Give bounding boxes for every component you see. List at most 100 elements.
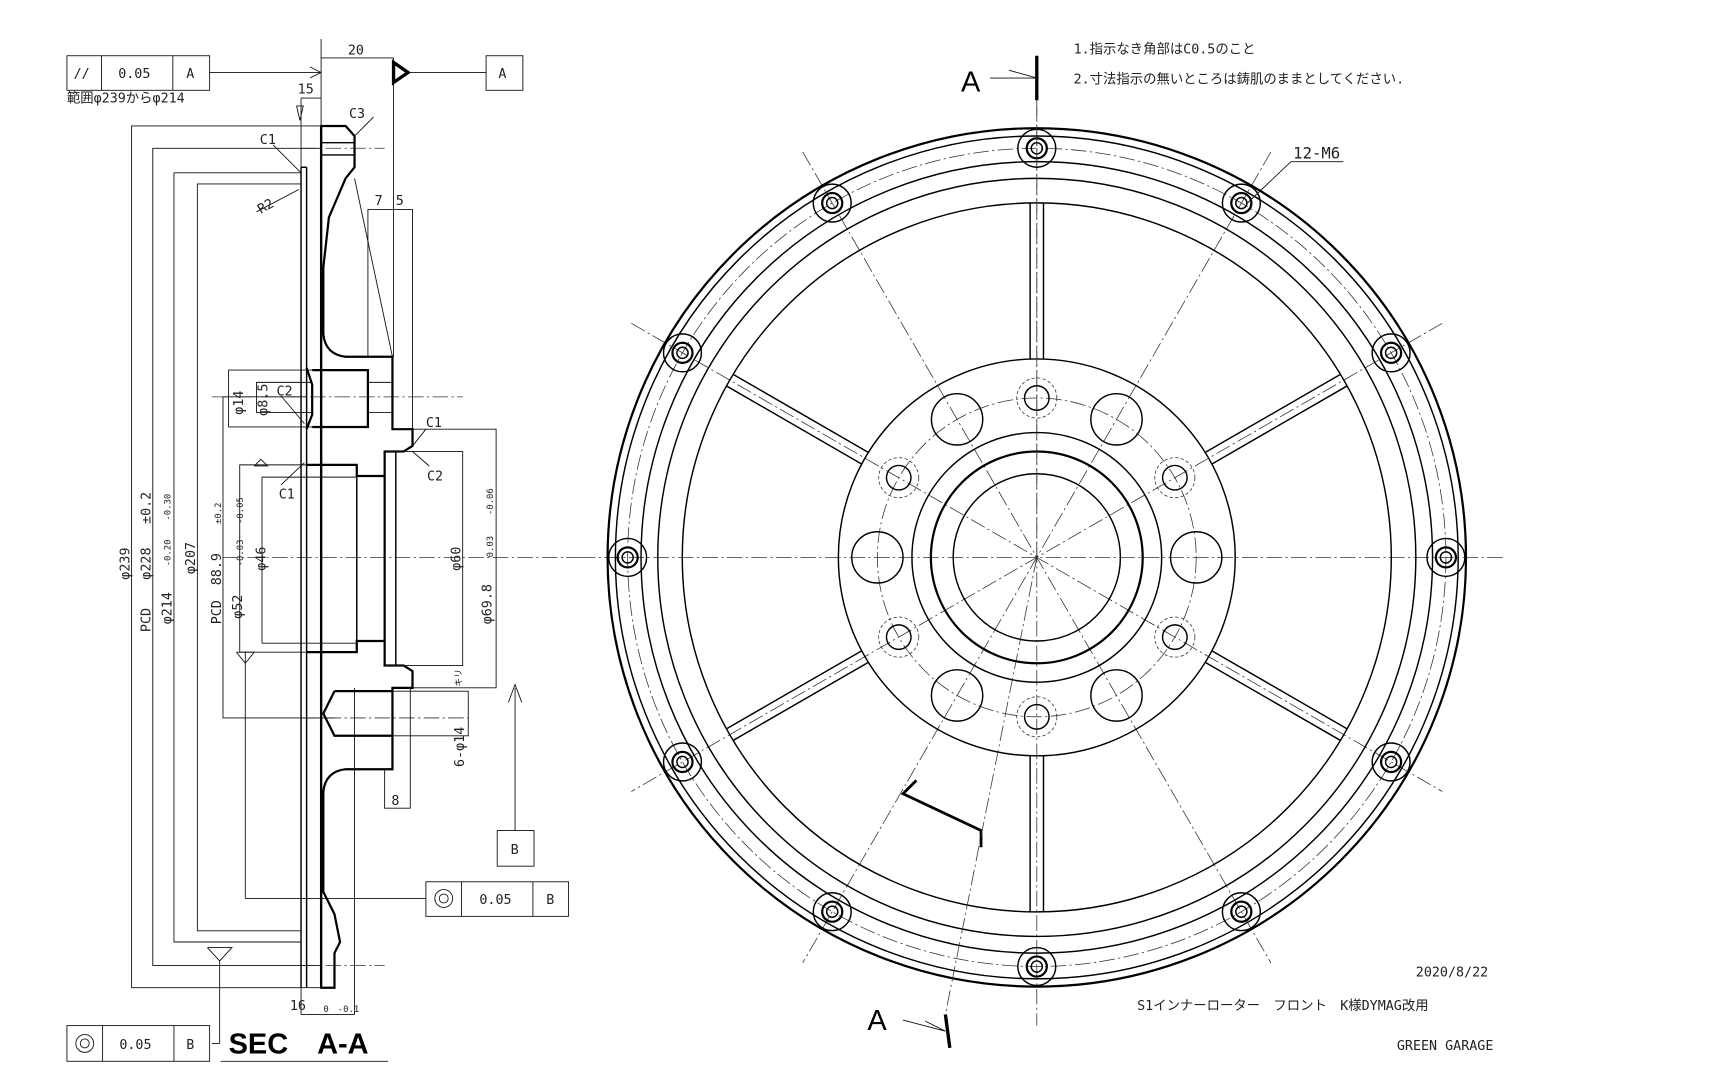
- fcf-mid-tolerance: 0.05: [479, 893, 511, 908]
- dim-kiri: キリ: [455, 669, 465, 687]
- hub-lightening-hole: [1090, 392, 1143, 446]
- bolt-boss: [1221, 183, 1262, 223]
- hub-lightening-hole: [851, 531, 904, 584]
- dim-c3: C3: [349, 107, 365, 122]
- bolt-boss: [812, 183, 852, 223]
- fcf-parallel-tolerance: 0.05: [118, 67, 150, 82]
- hub-hole-chamfer: [1016, 696, 1058, 738]
- fcf-bottom-datum: B: [186, 1038, 194, 1053]
- drawing-date: 2020/8/22: [1416, 966, 1488, 981]
- bolt-boss: [662, 742, 703, 782]
- hub-lightening-hole: [930, 669, 984, 722]
- dim-pcd1: PCD: [140, 608, 155, 632]
- bolt-boss: [662, 333, 703, 373]
- bolt-boss: [812, 892, 852, 932]
- bolt-boss: [1371, 333, 1411, 373]
- fcf-concentricity-mid: 0.05 B: [425, 881, 570, 917]
- bolt-hole-core: [825, 905, 839, 919]
- spoke-edge: [1211, 385, 1348, 465]
- dim-tol-m005: -0.05: [236, 497, 246, 524]
- dim-tol-p003: 0.03: [486, 536, 496, 557]
- cut-label-top: A: [961, 66, 981, 98]
- bolt-hole-core: [825, 196, 839, 210]
- hub-bolt-hole: [1161, 464, 1188, 491]
- spoke-edge: [1211, 650, 1348, 730]
- dim-holes: 6-φ14: [453, 727, 468, 767]
- dim-r2: R2: [255, 196, 276, 217]
- bolt-pcd-circle: [627, 147, 1447, 967]
- section-dimension-labels: 20 15 C3 C1 R2 7 5 φ14 φ8.5 C2 C1 C2 C1 …: [118, 44, 495, 1016]
- fcf-parallel-range: 範囲φ239からφ214: [67, 91, 185, 107]
- fcf-bottom-tolerance: 0.05: [119, 1038, 151, 1053]
- spoke-edge: [1204, 373, 1341, 454]
- hub-hole-chamfer: [878, 457, 920, 499]
- dim-c1-low: C1: [279, 487, 295, 502]
- bolt-hole-core: [621, 551, 634, 564]
- bolt-hole-m6: [821, 191, 844, 215]
- note-2: 2.寸法指示の無いところは鋳肌のままとしてください.: [1074, 71, 1405, 88]
- spoke-edge: [1204, 661, 1341, 742]
- dim-c1-mid: C1: [426, 416, 442, 431]
- dim-phi207: φ207: [184, 542, 199, 574]
- dim-phi60: φ60: [449, 547, 464, 571]
- fcf-parallel-symbol: //: [74, 67, 90, 82]
- dim-5: 5: [396, 194, 404, 209]
- datum-b-label: B: [511, 843, 519, 858]
- bolt-hole-m6: [1230, 900, 1253, 923]
- dim-tol-m020: -0.20: [164, 539, 174, 566]
- dim-8: 8: [391, 794, 399, 809]
- dim-phi52: φ52: [231, 595, 246, 619]
- bolt-hole-m6: [1025, 955, 1048, 978]
- bolt-boss: [1371, 742, 1411, 782]
- hub-bolt-hole: [1161, 624, 1188, 651]
- hub-bolt-hole: [1023, 703, 1050, 730]
- bolt-boss: [1426, 537, 1466, 578]
- spoke-edge: [726, 650, 862, 730]
- dim-phi8-5: φ8.5: [257, 384, 272, 416]
- bolt-boss: [1017, 946, 1057, 987]
- fcf-parallel-datum: A: [186, 67, 194, 82]
- bolt-callout-leader: [1246, 161, 1344, 205]
- bolt-hole-m6: [671, 341, 694, 364]
- bolt-hole-m6: [616, 546, 639, 569]
- bolt-hole-core: [676, 346, 689, 360]
- hub-hole-chamfer: [1016, 377, 1058, 419]
- bolt-hole-m6: [1379, 750, 1403, 774]
- dim-tol-m030: -0.30: [164, 494, 174, 521]
- dim-16: 16: [290, 999, 306, 1014]
- dim-pcd2: PCD: [210, 600, 225, 624]
- bolt-hole-core: [1030, 960, 1044, 973]
- bolt-hole-m6: [1230, 191, 1253, 215]
- section-cut-marks: [900, 55, 1039, 1049]
- part-name: S1インナーローター フロント K様DYMAG改用: [1137, 998, 1428, 1014]
- hub-lightening-hole: [1090, 669, 1143, 722]
- note-1: 1.指示なき角部はC0.5のこと: [1074, 42, 1256, 58]
- hub-bolt-hole: [885, 624, 912, 651]
- dim-phi228: φ228: [140, 548, 155, 580]
- dim-7: 7: [375, 194, 383, 209]
- bolt-hole-m6: [1434, 546, 1458, 569]
- dim-phi46: φ46: [254, 547, 269, 571]
- bolt-hole-m6: [671, 750, 694, 774]
- company-name: GREEN GARAGE: [1397, 1039, 1494, 1054]
- dim-c1-top: C1: [260, 133, 276, 148]
- dim-15: 15: [298, 83, 314, 98]
- spoke-edge: [726, 385, 862, 465]
- dim-phi239: φ239: [118, 548, 133, 580]
- dim-tol-pm02: ±0.2: [140, 492, 155, 524]
- dim-c2-a: C2: [277, 385, 293, 400]
- hub-bolt-hole: [885, 464, 912, 491]
- dim-phi214: φ214: [161, 592, 176, 624]
- dim-phi69-8: φ69.8: [481, 584, 496, 624]
- dim-tol-m003: -0.03: [236, 539, 246, 566]
- cut-label-bottom: A: [867, 1005, 887, 1037]
- front-view: [579, 105, 1506, 1026]
- hub-lightening-hole: [1169, 531, 1223, 584]
- section-title: SEC A-A: [229, 1028, 369, 1060]
- bolt-hole-core: [676, 755, 689, 769]
- dim-tol-0: 0: [323, 1005, 328, 1015]
- dim-tol-pm02-b: ±0.2: [214, 502, 224, 523]
- hub-hole-chamfer: [1154, 616, 1196, 658]
- section-view: A B: [131, 39, 580, 1044]
